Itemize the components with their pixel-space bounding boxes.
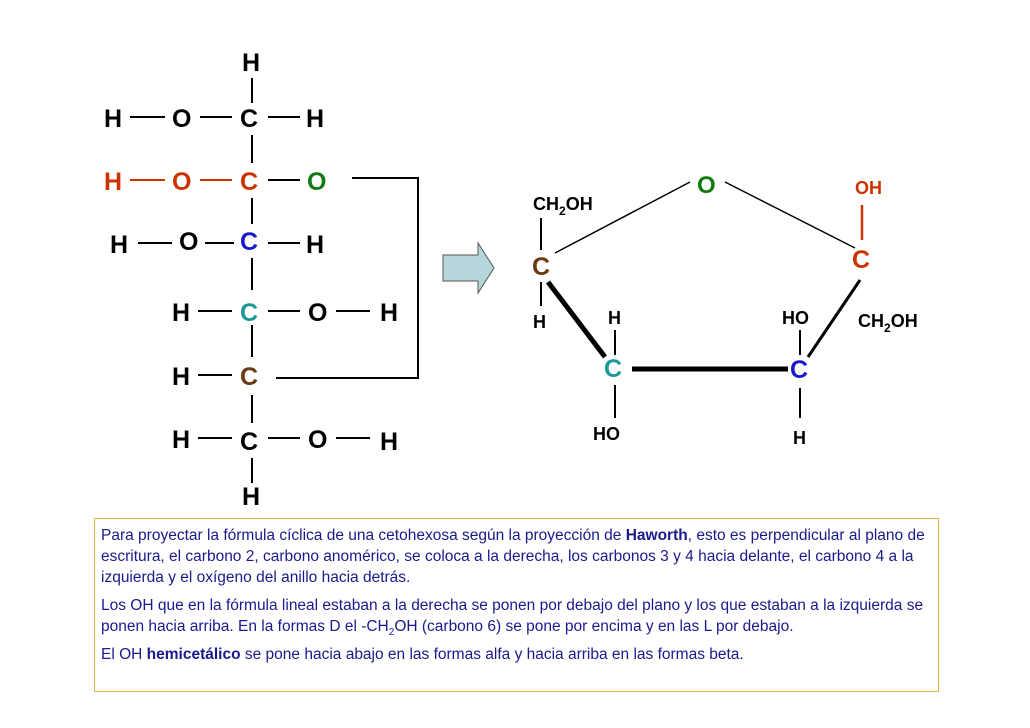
c3-left-h: H [110, 231, 128, 259]
c4-carbon: C [240, 299, 258, 327]
explanation-paragraph-2: Los OH que en la fórmula lineal estaban … [101, 597, 924, 639]
c2-ch2oh-label: CH2OH [858, 311, 918, 335]
haworth-c4-h: H [608, 308, 621, 328]
c5-carbon: C [240, 363, 258, 391]
haworth-c2: C [852, 246, 870, 274]
c3-left-o: O [179, 228, 198, 256]
c4-right-h: H [380, 299, 398, 327]
c1-left-o: O [172, 105, 191, 133]
c1-right-h: H [306, 105, 324, 133]
c3-right-h: H [306, 231, 324, 259]
c1-top-h: H [242, 49, 260, 77]
ring-bonds [546, 181, 862, 372]
haworth-c2-oh: OH [855, 178, 882, 198]
c6-bottom-h: H [242, 483, 260, 511]
haworth-c3-h: H [793, 428, 806, 448]
c3-carbon: C [240, 228, 258, 256]
c6-carbon: C [240, 428, 258, 456]
haworth-c5: C [532, 253, 550, 281]
c2-left-h: H [104, 168, 122, 196]
haworth-c3-ho: HO [782, 308, 809, 328]
c6-right-h: H [380, 428, 398, 456]
haworth-projection: O CH2OH C H OH C CH2OH H C HO HO C H [532, 172, 918, 448]
c6-right-o: O [308, 426, 327, 454]
c5-left-h: H [172, 363, 190, 391]
c4-left-h: H [172, 299, 190, 327]
explanation-box: Para proyectar la fórmula cíclica de una… [94, 518, 939, 692]
explanation-paragraph-1: Para proyectar la fórmula cíclica de una… [101, 527, 925, 586]
haworth-c4-ho: HO [593, 424, 620, 444]
c4-right-o: O [308, 299, 327, 327]
ring-closure-line [276, 177, 419, 379]
c1-carbon: C [240, 105, 258, 133]
c2-left-o: O [172, 168, 191, 196]
ring-oxygen: O [697, 172, 716, 199]
c2-carbon: C [240, 168, 258, 196]
c1-left-h: H [104, 105, 122, 133]
fischer-projection: H H O C H H O C O H O C H H C O H H C [104, 49, 419, 511]
explanation-paragraph-3: El OH hemicetálico se pone hacia abajo e… [101, 646, 744, 663]
haworth-c3: C [790, 356, 808, 384]
c5-ch2oh-label: CH2OH [533, 194, 593, 218]
haworth-c4: C [604, 355, 622, 383]
c2-right-o: O [307, 168, 326, 196]
transform-arrow [442, 241, 495, 295]
haworth-c5-h: H [533, 312, 546, 332]
c6-left-h: H [172, 426, 190, 454]
